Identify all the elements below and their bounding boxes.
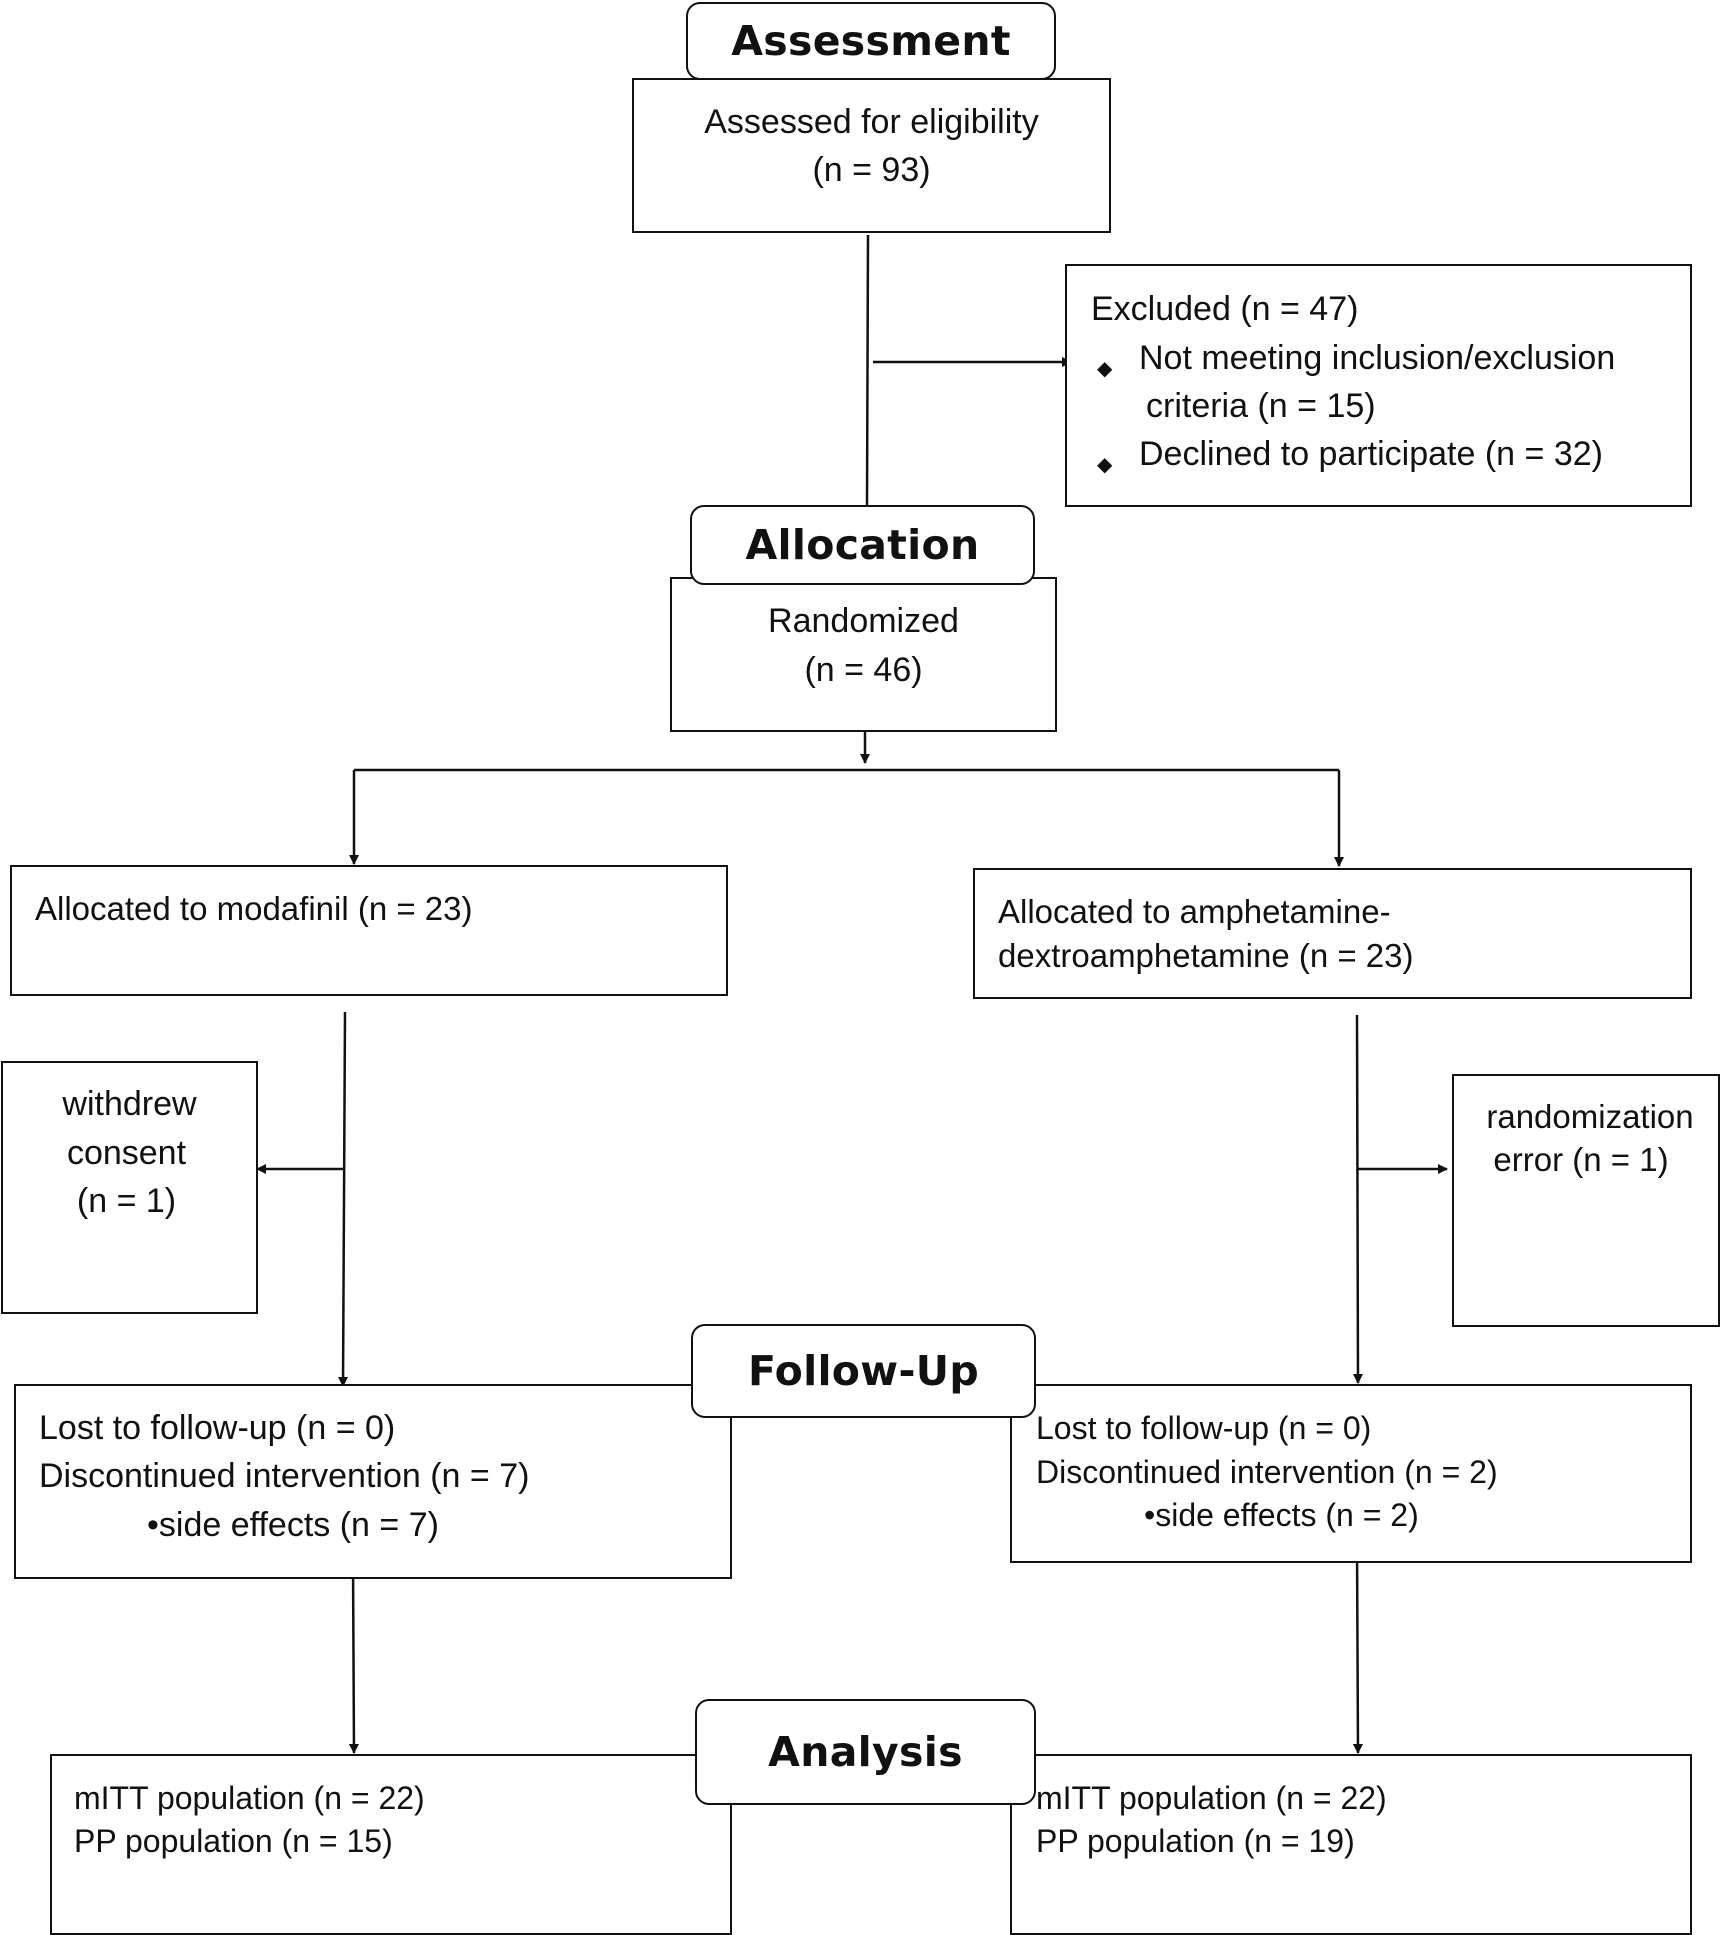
connector-right-allocated-to-followup	[1352, 1014, 1363, 1384]
followup-amphetamine-box: Lost to follow-up (n = 0) Discontinued i…	[1010, 1384, 1692, 1563]
excluded-item-criteria: Not meeting inclusion/exclusion	[1139, 339, 1616, 377]
followup-amphetamine-lost: Lost to follow-up (n = 0)	[1036, 1410, 1372, 1446]
followup-modafinil-discontinued: Discontinued intervention (n = 7)	[39, 1457, 530, 1495]
randomized-label: Randomized	[768, 602, 959, 640]
analysis-modafinil-box: mITT population (n = 22) PP population (…	[50, 1754, 732, 1935]
stage-header-follow-up: Follow-Up	[691, 1324, 1036, 1418]
assessed-label: Assessed for eligibility	[704, 103, 1039, 141]
allocated-amphetamine-label: Allocated to amphetamine-	[998, 893, 1391, 930]
followup-modafinil-box: Lost to follow-up (n = 0) Discontinued i…	[14, 1384, 732, 1579]
stage-header-allocation: Allocation	[690, 505, 1035, 585]
assessed-count: (n = 93)	[812, 151, 931, 189]
followup-modafinil-lost: Lost to follow-up (n = 0)	[39, 1409, 396, 1447]
withdrew-consent-count: (n = 1)	[76, 1182, 177, 1220]
allocated-amphetamine-box: Allocated to amphetamine- dextroamphetam…	[973, 868, 1692, 999]
analysis-modafinil-pp: PP population (n = 15)	[74, 1823, 393, 1859]
bullet-diamond-icon: ◆	[1097, 358, 1113, 380]
randomization-error-count: error (n = 1)	[1493, 1141, 1669, 1178]
allocated-amphetamine-label-cont: dextroamphetamine (n = 23)	[998, 937, 1414, 974]
analysis-modafinil-mitt: mITT population (n = 22)	[74, 1780, 425, 1816]
connector-left-followup-to-analysis	[348, 1560, 359, 1754]
allocated-modafinil-box: Allocated to modafinil (n = 23)	[10, 865, 728, 996]
analysis-amphetamine-mitt: mITT population (n = 22)	[1036, 1780, 1387, 1816]
connector-assessed-to-randomized	[865, 234, 870, 506]
bullet-diamond-icon: ◆	[1097, 454, 1113, 476]
excluded-item-declined: Declined to participate (n = 32)	[1139, 435, 1603, 473]
stage-header-analysis: Analysis	[695, 1699, 1036, 1805]
randomization-error-label: randomization	[1486, 1098, 1694, 1135]
followup-amphetamine-discontinued: Discontinued intervention (n = 2)	[1036, 1454, 1498, 1490]
analysis-amphetamine-box: mITT population (n = 22) PP population (…	[1010, 1754, 1692, 1935]
withdrew-consent-label-cont: consent	[66, 1134, 187, 1172]
analysis-amphetamine-pp: PP population (n = 19)	[1036, 1823, 1355, 1859]
followup-modafinil-side-effects: •side effects (n = 7)	[147, 1506, 439, 1544]
excluded-item-criteria-cont: criteria (n = 15)	[1146, 387, 1376, 425]
excluded-box: Excluded (n = 47) ◆ Not meeting inclusio…	[1065, 264, 1692, 507]
excluded-title: Excluded (n = 47)	[1091, 290, 1359, 328]
connector-right-followup-to-analysis	[1352, 1544, 1363, 1754]
withdrew-consent-label: withdrew	[62, 1085, 197, 1123]
allocated-modafinil-label: Allocated to modafinil (n = 23)	[35, 890, 473, 927]
randomized-box: Randomized (n = 46)	[670, 577, 1057, 732]
assessed-box: Assessed for eligibility (n = 93)	[632, 78, 1111, 233]
followup-amphetamine-side-effects: •side effects (n = 2)	[1144, 1497, 1419, 1533]
connector-left-allocated-to-followup	[338, 1011, 349, 1387]
withdrew-consent-box: withdrew consent (n = 1)	[1, 1061, 258, 1314]
stage-header-assessment: Assessment	[686, 2, 1056, 80]
randomization-error-box: randomization error (n = 1)	[1452, 1074, 1720, 1327]
randomized-count: (n = 46)	[804, 651, 923, 689]
